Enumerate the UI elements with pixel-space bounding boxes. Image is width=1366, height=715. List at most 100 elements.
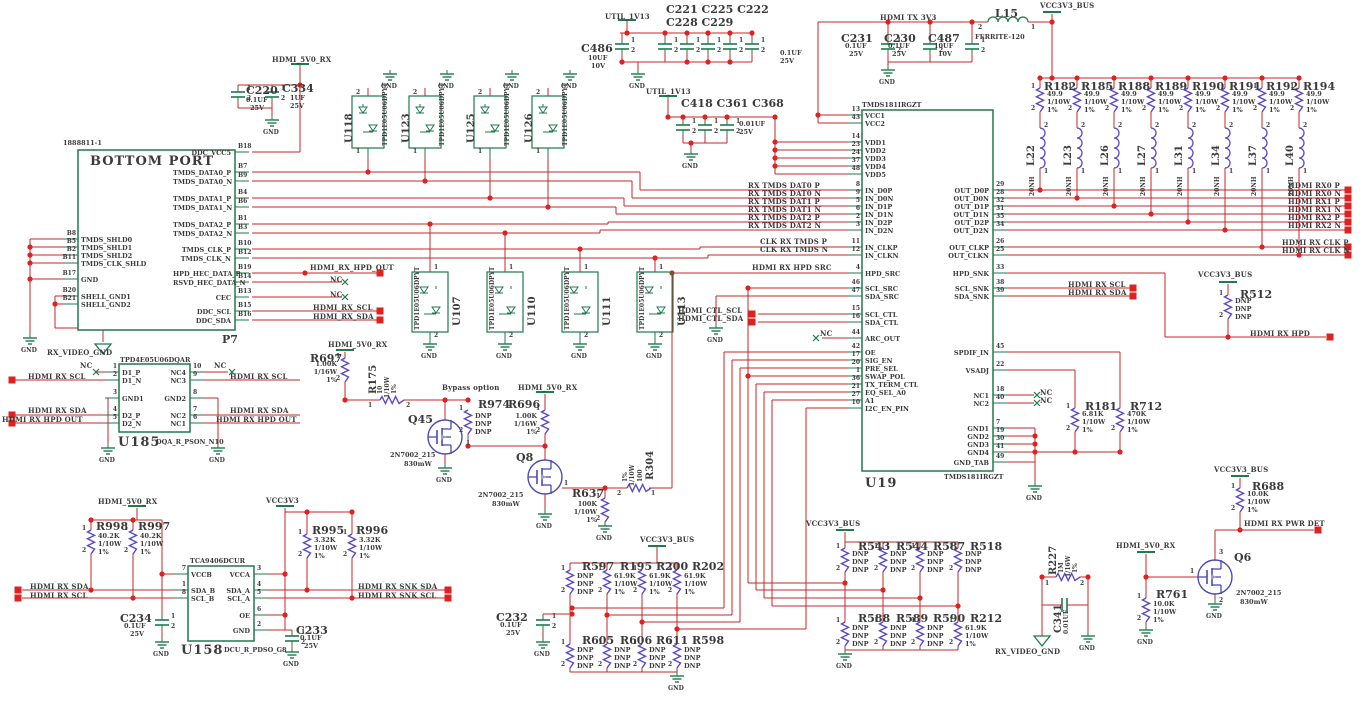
- value-label: 2: [536, 89, 541, 96]
- value-label: 0.1UF: [888, 42, 910, 50]
- value-label: TCA9406DCUR: [190, 557, 246, 565]
- ref-label: R712: [1130, 400, 1163, 413]
- net-label: NC: [330, 290, 343, 299]
- pin-name: OUT_D2N: [953, 227, 989, 235]
- pin-name: TMDS_SHLD1: [81, 244, 133, 252]
- pin-name: SPDIF_IN: [953, 349, 989, 357]
- junction-dot: [1143, 574, 1149, 580]
- value-label: 2: [1303, 122, 1308, 129]
- pin-name: GND: [81, 276, 99, 284]
- pin-name: HPD_SNK: [952, 270, 989, 278]
- value-label: DNP: [475, 420, 492, 428]
- resistor-symbol: [626, 482, 652, 494]
- ref-label: C233: [296, 624, 328, 637]
- value-label: 1: [536, 148, 541, 155]
- ref-label: R194: [1303, 80, 1336, 93]
- junction-dot: [88, 517, 94, 523]
- pin-number: 25: [996, 246, 1005, 253]
- port-square: [8, 419, 16, 427]
- resistor-symbol: [952, 621, 964, 647]
- pin-number: B7: [238, 163, 248, 170]
- value-label: 1%: [1082, 426, 1093, 434]
- value-label: FERRITE-120: [975, 33, 1025, 41]
- resistor-symbol: [346, 533, 358, 559]
- value-label: TPD1E05U06DPYT: [414, 266, 421, 330]
- pin-number: 6: [855, 205, 860, 212]
- port-square: [1344, 186, 1352, 194]
- resistor-symbol: [671, 569, 683, 595]
- pin-number: 32: [996, 197, 1005, 204]
- pin-name: NC2: [973, 400, 989, 408]
- pin-number: 29: [996, 181, 1005, 188]
- pin-name: HPD_SRC: [865, 270, 901, 278]
- junction-dot: [639, 619, 645, 625]
- value-label: 2: [301, 639, 306, 646]
- port-square: [1129, 292, 1137, 300]
- value-label: 1: [561, 565, 566, 572]
- junction-dot: [1296, 252, 1302, 258]
- value-label: DNP: [577, 572, 594, 580]
- junction-dot: [349, 595, 355, 601]
- value-label: 0.1UF: [124, 622, 146, 630]
- value-label: 1: [1192, 168, 1197, 175]
- value-label: TPD1E05U06DPYT: [564, 266, 571, 330]
- value-label: 2: [298, 551, 303, 558]
- nc-x-icon: [1033, 391, 1041, 399]
- junction-dot: [772, 155, 778, 161]
- pin-name: DDC_SCL: [196, 308, 231, 316]
- pin-name: IN_D2P: [865, 219, 893, 227]
- port-square: [748, 318, 756, 326]
- value-label: L26: [1100, 145, 1111, 166]
- net-label: HDMI_RX_HPD_OUT: [310, 263, 394, 272]
- value-label: DCU_R_PDSO_G8: [224, 646, 287, 654]
- junction-dot: [1185, 75, 1191, 81]
- pin-number: 4: [112, 406, 117, 413]
- value-label: 2: [659, 332, 664, 339]
- ref-label: C228 C229: [666, 16, 734, 29]
- value-label: 2: [836, 565, 841, 572]
- pin-number: 45: [996, 343, 1005, 350]
- net-label: HDMI TX 3V3: [880, 13, 937, 22]
- net-label: HDMI RX SNK SCL: [358, 591, 437, 600]
- value-label: 2: [631, 47, 636, 54]
- value-label: 1: [584, 264, 589, 271]
- value-label: TPD4E05U06DQAR: [120, 356, 191, 364]
- ref-label: R544: [896, 540, 929, 553]
- junction-dot: [27, 244, 33, 250]
- junction-dot: [1225, 334, 1231, 340]
- pin-number: 8: [181, 589, 186, 596]
- ref-label: R697: [310, 352, 343, 365]
- net-label: HDMI RX0 N: [1288, 189, 1342, 198]
- pin-name: IN_D0N: [865, 195, 894, 203]
- pin-number: 23: [851, 141, 860, 148]
- value-label: 2: [668, 661, 673, 668]
- value-label: 1: [836, 617, 841, 624]
- value-label: 20NH: [1177, 176, 1184, 196]
- value-label: 1/10W: [1232, 98, 1256, 106]
- value-label: 49.9: [1121, 90, 1137, 98]
- value-label: 2: [1111, 425, 1116, 432]
- value-label: 2: [736, 128, 741, 135]
- value-label: 1/10W: [1127, 418, 1151, 426]
- junction-dot: [304, 587, 310, 593]
- inductor-symbol: [1261, 127, 1268, 169]
- value-label: L37: [1248, 145, 1259, 166]
- tvs-diode-icon: [368, 124, 378, 132]
- net-label: HDMI_5V0_RX: [518, 383, 578, 392]
- pin-name: GND2: [967, 433, 989, 441]
- junction-dot: [1049, 19, 1055, 25]
- value-label: 830mW: [492, 500, 520, 508]
- value-label: L31: [1174, 145, 1185, 166]
- value-label: 1%: [1127, 426, 1138, 434]
- value-label: DNP: [927, 640, 944, 648]
- ref-label: R190: [1192, 80, 1225, 93]
- resistor-symbol: [1234, 487, 1246, 513]
- pin-name: A1: [865, 397, 875, 405]
- gnd-label: GND: [1079, 645, 1095, 652]
- value-label: 2: [247, 95, 252, 102]
- value-label: 2: [1081, 122, 1086, 129]
- value-label: U118: [344, 113, 355, 143]
- pin-name: GND3: [967, 441, 989, 449]
- pin-name: TMDS_DATA2_P: [173, 221, 232, 229]
- value-label: 1%: [1158, 106, 1169, 114]
